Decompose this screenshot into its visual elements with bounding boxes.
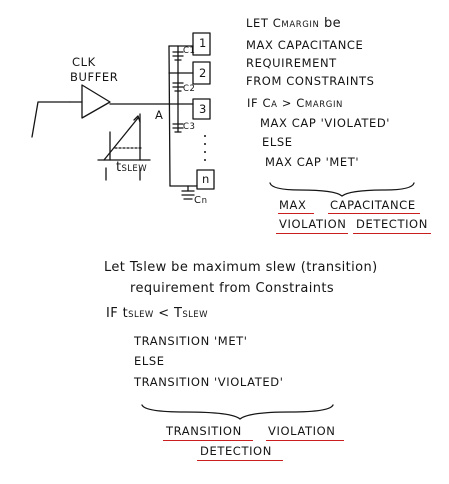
capacitor-c3 xyxy=(172,123,184,133)
slew-line-2: requirement from Constraints xyxy=(130,281,335,296)
underline-capacitance xyxy=(328,213,420,214)
slew-title-transition: TRANSITION xyxy=(166,424,242,438)
underline-max xyxy=(278,213,314,214)
sink-box-3 xyxy=(192,98,211,120)
capacitor-c1 xyxy=(172,51,184,61)
sink-box-1 xyxy=(192,32,211,56)
buffer-label: BUFFER xyxy=(70,70,119,84)
tslew-label: tSLEW xyxy=(116,160,148,175)
slew-title-detection: DETECTION xyxy=(200,444,272,458)
cap-title-max: MAX xyxy=(279,198,307,212)
underline-transition xyxy=(163,440,253,441)
cap-title-violation: VIOLATION xyxy=(279,217,347,231)
sink-label-3: 3 xyxy=(199,102,207,116)
cap-title-detection: DETECTION xyxy=(356,217,428,231)
capacitor-c2 xyxy=(172,82,184,92)
clk-label: CLK xyxy=(72,55,96,69)
slew-line-3: IF tSLEW < TSLEW xyxy=(106,306,208,321)
underline-slew-detection xyxy=(197,460,283,461)
brace-slew xyxy=(141,404,334,420)
sink-box-2 xyxy=(192,61,211,85)
slew-title-violation: VIOLATION xyxy=(268,424,336,438)
brace-capacitance xyxy=(269,182,415,197)
sink-label-2: 2 xyxy=(199,66,207,80)
cap-line-7: ELSE xyxy=(262,135,293,149)
cap-line-2: MAX CAPACITANCE xyxy=(246,38,364,52)
cap-label-cn: Cn xyxy=(194,195,208,206)
capacitor-cn xyxy=(181,190,195,200)
underline-slew-violation xyxy=(266,440,344,441)
cap-label-c2: C2 xyxy=(183,84,196,94)
cap-line-3: REQUIREMENT xyxy=(246,56,337,70)
cap-line-8: MAX CAP 'MET' xyxy=(265,155,360,169)
slew-line-1: Let Tslew be maximum slew (transition) xyxy=(104,260,378,275)
slew-line-6: TRANSITION 'VIOLATED' xyxy=(134,375,284,389)
slew-waveform xyxy=(97,113,151,181)
slew-line-5: ELSE xyxy=(134,354,165,368)
underline-violation xyxy=(276,233,348,234)
clk-buffer-triangle xyxy=(81,84,111,119)
cap-line-6: MAX CAP 'VIOLATED' xyxy=(260,116,391,130)
cap-line-4: FROM CONSTRAINTS xyxy=(246,74,375,88)
underline-detection xyxy=(353,233,431,234)
clock-trunk xyxy=(168,45,171,187)
cap-title-capacitance: CAPACITANCE xyxy=(330,198,416,212)
cap-label-c1: C1 xyxy=(183,46,196,56)
continuation-dots xyxy=(204,135,206,161)
cap-line-5: IF CA > CMARGIN xyxy=(247,96,344,110)
cap-line-1: LET CMARGIN be xyxy=(246,16,342,31)
node-a-label: A xyxy=(155,108,164,122)
sink-box-n xyxy=(196,169,215,190)
cap-label-c3: C3 xyxy=(183,122,196,132)
sink-label-n: n xyxy=(202,172,210,186)
slew-line-4: TRANSITION 'MET' xyxy=(134,334,248,348)
input-step-waveform xyxy=(31,101,71,138)
sink-label-1: 1 xyxy=(199,36,207,50)
